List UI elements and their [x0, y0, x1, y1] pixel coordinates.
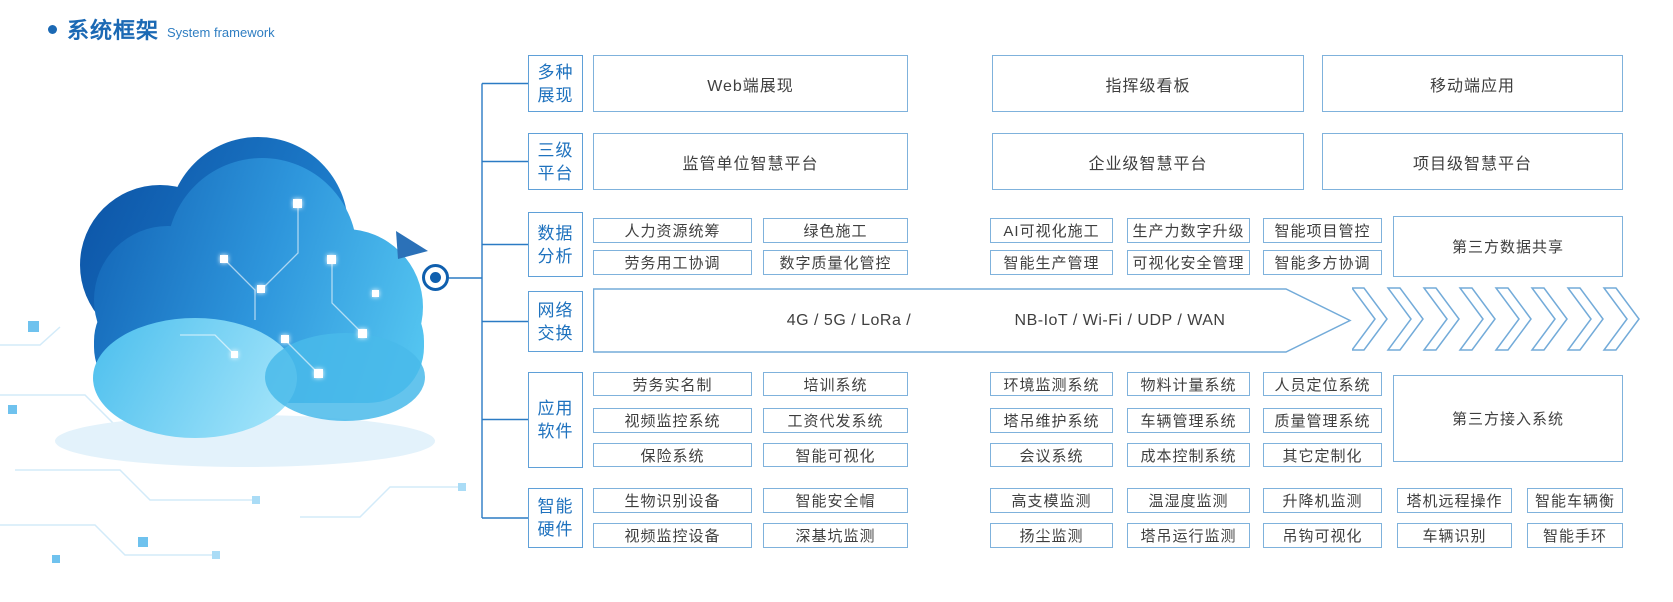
- row-label-line: 交换: [537, 323, 574, 343]
- framework-box: 吊钩可视化: [1263, 523, 1382, 548]
- framework-box: 智能生产管理: [990, 250, 1113, 275]
- title-zh: 系统框架: [67, 18, 160, 43]
- row-label-line: 应用: [537, 399, 574, 418]
- row-label-platform: 三级 平台: [528, 133, 583, 190]
- framework-box: 智能可视化: [763, 443, 908, 467]
- row-label-application: 应用 软件: [528, 372, 583, 468]
- row-label-line: 数据: [537, 223, 574, 243]
- framework-box: 劳务用工协调: [593, 250, 752, 275]
- row-label-line: 硬件: [537, 520, 574, 539]
- framework-box: 指挥级看板: [992, 55, 1304, 112]
- framework-box: 项目级智慧平台: [1322, 133, 1623, 190]
- framework-box: 生物识别设备: [593, 488, 752, 513]
- bullet-icon: [48, 24, 57, 34]
- row-label-line: 平台: [537, 163, 574, 183]
- framework-box: 绿色施工: [763, 218, 908, 243]
- framework-box: 生产力数字升级: [1127, 218, 1250, 243]
- framework-box: 智能安全帽: [763, 488, 908, 513]
- framework-box: 智能手环: [1527, 523, 1623, 548]
- row-label-line: 多种: [537, 62, 574, 82]
- chevron-arrows-icon: [1352, 287, 1640, 351]
- framework-box: 人员定位系统: [1263, 372, 1382, 396]
- framework-box: 培训系统: [763, 372, 908, 396]
- framework-box: 扬尘监测: [990, 523, 1113, 548]
- framework-box: 工资代发系统: [763, 408, 908, 433]
- row-label-line: 三级: [537, 140, 574, 160]
- framework-box: Web端展现: [593, 55, 908, 112]
- framework-box: 智能项目管控: [1263, 218, 1382, 243]
- framework-box: 劳务实名制: [593, 372, 752, 396]
- framework-box: 人力资源统筹: [593, 218, 752, 243]
- cloud-node-circle: [422, 264, 449, 291]
- framework-box-third-party-data: 第三方数据共享: [1393, 216, 1623, 277]
- framework-box: 质量管理系统: [1263, 408, 1382, 433]
- row-label-network: 网络 交换: [528, 291, 583, 352]
- framework-box-third-party-access: 第三方接入系统: [1393, 375, 1623, 462]
- row-label-data-analysis: 数据 分析: [528, 212, 583, 277]
- row-label-line: 分析: [537, 246, 574, 266]
- row-label-display: 多种 展现: [528, 55, 583, 112]
- framework-box: 车辆管理系统: [1127, 408, 1250, 433]
- title-en: System framework: [167, 24, 275, 40]
- framework-box: 企业级智慧平台: [992, 133, 1304, 190]
- framework-box: 塔吊运行监测: [1127, 523, 1250, 548]
- framework-box: 温湿度监测: [1127, 488, 1250, 513]
- framework-box: 深基坑监测: [763, 523, 908, 548]
- framework-box: 视频监控设备: [593, 523, 752, 548]
- row-label-line: 智能: [537, 497, 574, 516]
- framework-box: 塔机远程操作: [1397, 488, 1512, 513]
- framework-box: 车辆识别: [1397, 523, 1512, 548]
- framework-box: 物料计量系统: [1127, 372, 1250, 396]
- network-protocols-right: NB-IoT / Wi-Fi / UDP / WAN: [1014, 311, 1226, 329]
- cloud-illustration: [0, 137, 466, 563]
- framework-box: 塔吊维护系统: [990, 408, 1113, 433]
- row-label-line: 软件: [537, 422, 574, 441]
- framework-box: 移动端应用: [1322, 55, 1623, 112]
- framework-box: 高支模监测: [990, 488, 1113, 513]
- row-label-line: 网络: [537, 300, 574, 320]
- row-label-line: 展现: [537, 85, 574, 105]
- framework-box: 其它定制化: [1263, 443, 1382, 467]
- framework-box: 数字质量化管控: [763, 250, 908, 275]
- framework-box: 可视化安全管理: [1127, 250, 1250, 275]
- framework-box: 环境监测系统: [990, 372, 1113, 396]
- cloud-node-dot: [430, 272, 441, 283]
- framework-box: 保险系统: [593, 443, 752, 467]
- framework-box: 监管单位智慧平台: [593, 133, 908, 190]
- row-label-hardware: 智能 硬件: [528, 488, 583, 548]
- framework-box: 视频监控系统: [593, 408, 752, 433]
- framework-box: 成本控制系统: [1127, 443, 1250, 467]
- network-bar-shape: [593, 288, 1352, 353]
- framework-box: 智能车辆衡: [1527, 488, 1623, 513]
- framework-box: AI可视化施工: [990, 218, 1113, 243]
- page-title: 系统框架 System framework: [48, 15, 275, 43]
- framework-box: 升降机监测: [1263, 488, 1382, 513]
- framework-box: 智能多方协调: [1263, 250, 1382, 275]
- framework-box: 会议系统: [990, 443, 1113, 467]
- network-protocols-left: 4G / 5G / LoRa /: [786, 311, 912, 329]
